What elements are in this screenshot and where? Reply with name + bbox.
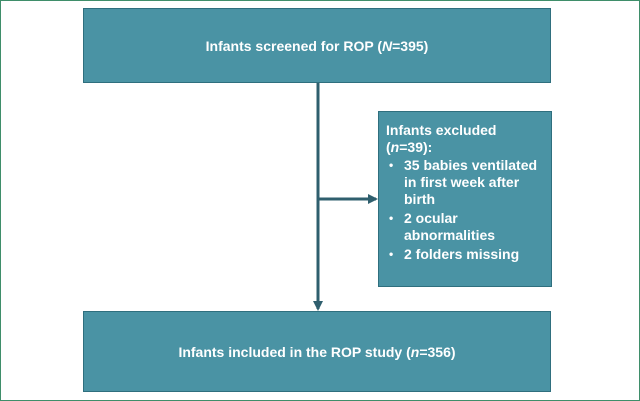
included-box: Infants included in the ROP study (n=356…	[83, 311, 551, 392]
exclusion-reason-item: •2 ocular abnormalities	[389, 210, 496, 243]
screened-label: Infants screened for ROP (N=395)	[205, 37, 429, 54]
bullet-icon: •	[389, 247, 394, 261]
exclusion-reasons-list: •35 babies ventilated in first week afte…	[386, 157, 543, 263]
exclusion-reason-item: •35 babies ventilated in first week afte…	[389, 157, 538, 207]
excluded-title: Infants excluded (n=39):	[386, 122, 497, 155]
included-label: Infants included in the ROP study (n=356…	[178, 343, 456, 360]
excluded-box: Infants excluded (n=39): •35 babies vent…	[378, 111, 552, 287]
bullet-icon: •	[389, 158, 394, 172]
exclusion-reason-item: •2 folders missing	[389, 246, 520, 262]
bullet-icon: •	[389, 211, 394, 225]
screened-box: Infants screened for ROP (N=395)	[83, 8, 551, 83]
